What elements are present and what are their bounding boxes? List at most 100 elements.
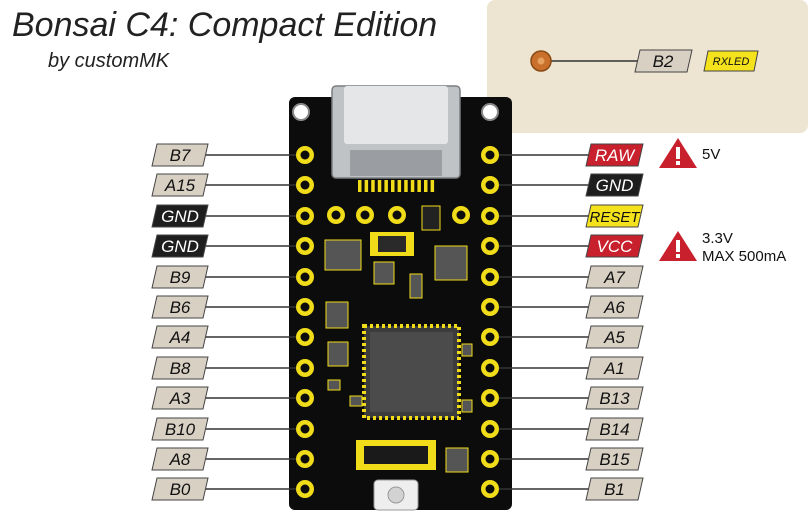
pin-label-text: B6 xyxy=(170,298,191,317)
left-pad-2-hole xyxy=(300,211,310,221)
pin-label-shape xyxy=(151,447,209,471)
pin-label-text: GND xyxy=(161,237,199,256)
pin-label-right-5: A6 xyxy=(585,295,644,319)
pin-label-left-3: GND xyxy=(151,234,209,258)
usb-pin xyxy=(358,180,362,192)
pin-label-right-11: B1 xyxy=(585,477,644,501)
usb-pin xyxy=(430,180,435,192)
transistor xyxy=(373,261,395,285)
pin-label-shape xyxy=(151,173,209,197)
pin-label-left-2: GND xyxy=(151,204,209,228)
sot-component xyxy=(325,301,349,329)
right-pad-5-hole xyxy=(485,302,495,312)
pin-label-right-0: RAW xyxy=(585,143,644,167)
pin-label-text: B15 xyxy=(599,450,630,469)
right-pad-8-hole xyxy=(485,393,495,403)
pin-label-left-11: B0 xyxy=(151,477,209,501)
pin-label-shape xyxy=(585,417,644,441)
right-pad-6-hole xyxy=(485,332,495,342)
pin-label-right-6: A5 xyxy=(585,325,644,349)
regulator-chip xyxy=(324,239,362,271)
rxled-pad-hole xyxy=(537,57,545,65)
ic-chip xyxy=(434,245,468,281)
pin-label-shape xyxy=(151,477,209,501)
pin-label-text: B0 xyxy=(170,480,191,499)
usb-pin xyxy=(424,180,428,192)
pin-label-left-4: B9 xyxy=(151,265,209,289)
pin-label-text: A6 xyxy=(603,298,625,317)
usb-pin xyxy=(384,180,388,192)
pin-label-left-9: B10 xyxy=(151,417,209,441)
pin-label-shape xyxy=(151,325,209,349)
inset-tag-label: RXLED xyxy=(703,50,759,72)
mounting-hole-left xyxy=(292,103,310,121)
pin-label-right-4: A7 xyxy=(585,265,644,289)
pin-label-left-8: A3 xyxy=(151,386,209,410)
pin-label-text: A8 xyxy=(169,450,191,469)
pin-label-text: B10 xyxy=(165,420,196,439)
pin-label-right-2: RESET xyxy=(585,204,644,228)
pin-label-text: A4 xyxy=(169,328,191,347)
left-pad-6-hole xyxy=(300,332,310,342)
button-body xyxy=(364,446,428,464)
pin-label-text: B9 xyxy=(170,268,191,287)
pin-label-left-1: A15 xyxy=(151,173,209,197)
usb-pin xyxy=(410,180,415,192)
pin-label-text: RAW xyxy=(595,146,636,165)
mcu-chip-body xyxy=(370,332,453,412)
pin-label-text: GND xyxy=(161,207,199,226)
pin-label-text: A5 xyxy=(603,328,625,347)
vcc-current-note: MAX 500mA xyxy=(702,248,787,265)
resistor xyxy=(409,273,423,299)
warning-icon xyxy=(659,138,697,168)
sot-component-2 xyxy=(327,341,349,367)
right-pad-11-hole xyxy=(485,484,495,494)
pin-label-left-0: B7 xyxy=(151,143,209,167)
left-pad-0-hole xyxy=(300,150,310,160)
page-subtitle: by customMK xyxy=(48,50,170,72)
pin-label-shape xyxy=(151,265,209,289)
left-pad-7-hole xyxy=(300,363,310,373)
right-pad-10-hole xyxy=(485,454,495,464)
diode xyxy=(378,236,406,252)
pin-label-right-9: B14 xyxy=(585,417,644,441)
capacitor-2 xyxy=(349,395,363,407)
pin-label-shape xyxy=(585,173,644,197)
pin-label-text: B1 xyxy=(604,480,625,499)
right-pad-4-hole xyxy=(485,272,495,282)
pin-label-text: B14 xyxy=(599,420,629,439)
pin-label-shape xyxy=(585,386,644,410)
pin-label-shape xyxy=(151,386,209,410)
sot-component-3 xyxy=(445,447,469,473)
pin-label-right-10: B15 xyxy=(585,447,644,471)
right-pad-2-hole xyxy=(485,211,495,221)
pin-label-text: B8 xyxy=(170,359,191,378)
warning-icon xyxy=(659,231,697,261)
usb-pin xyxy=(364,180,369,192)
usb-pin xyxy=(377,180,382,192)
page-title: Bonsai C4: Compact Edition xyxy=(12,6,438,44)
pin-label-text: A1 xyxy=(603,359,625,378)
left-pad-8-hole xyxy=(300,393,310,403)
capacitor xyxy=(327,379,341,391)
left-pad-5-hole xyxy=(300,302,310,312)
inner-pad-3-hole xyxy=(456,210,466,220)
usb-pin xyxy=(404,180,408,192)
pin-label-shape xyxy=(585,234,644,258)
pin-label-text: RESET xyxy=(589,209,641,226)
pin-label-shape xyxy=(585,325,644,349)
pin-label-shape xyxy=(151,356,209,380)
pin-label-shape xyxy=(585,265,644,289)
right-pad-7-hole xyxy=(485,363,495,373)
left-pad-11-hole xyxy=(300,484,310,494)
pin-label-shape xyxy=(585,295,644,319)
pin-label-shape xyxy=(585,204,644,228)
pin-label-right-1: GND xyxy=(585,173,644,197)
pin-label-shape xyxy=(151,295,209,319)
pin-label-shape xyxy=(585,447,644,471)
pin-label-text: A3 xyxy=(169,389,191,408)
pin-label-text: A7 xyxy=(603,268,625,287)
pin-label-right-7: A1 xyxy=(585,356,644,380)
inner-pad-0-hole xyxy=(331,210,341,220)
